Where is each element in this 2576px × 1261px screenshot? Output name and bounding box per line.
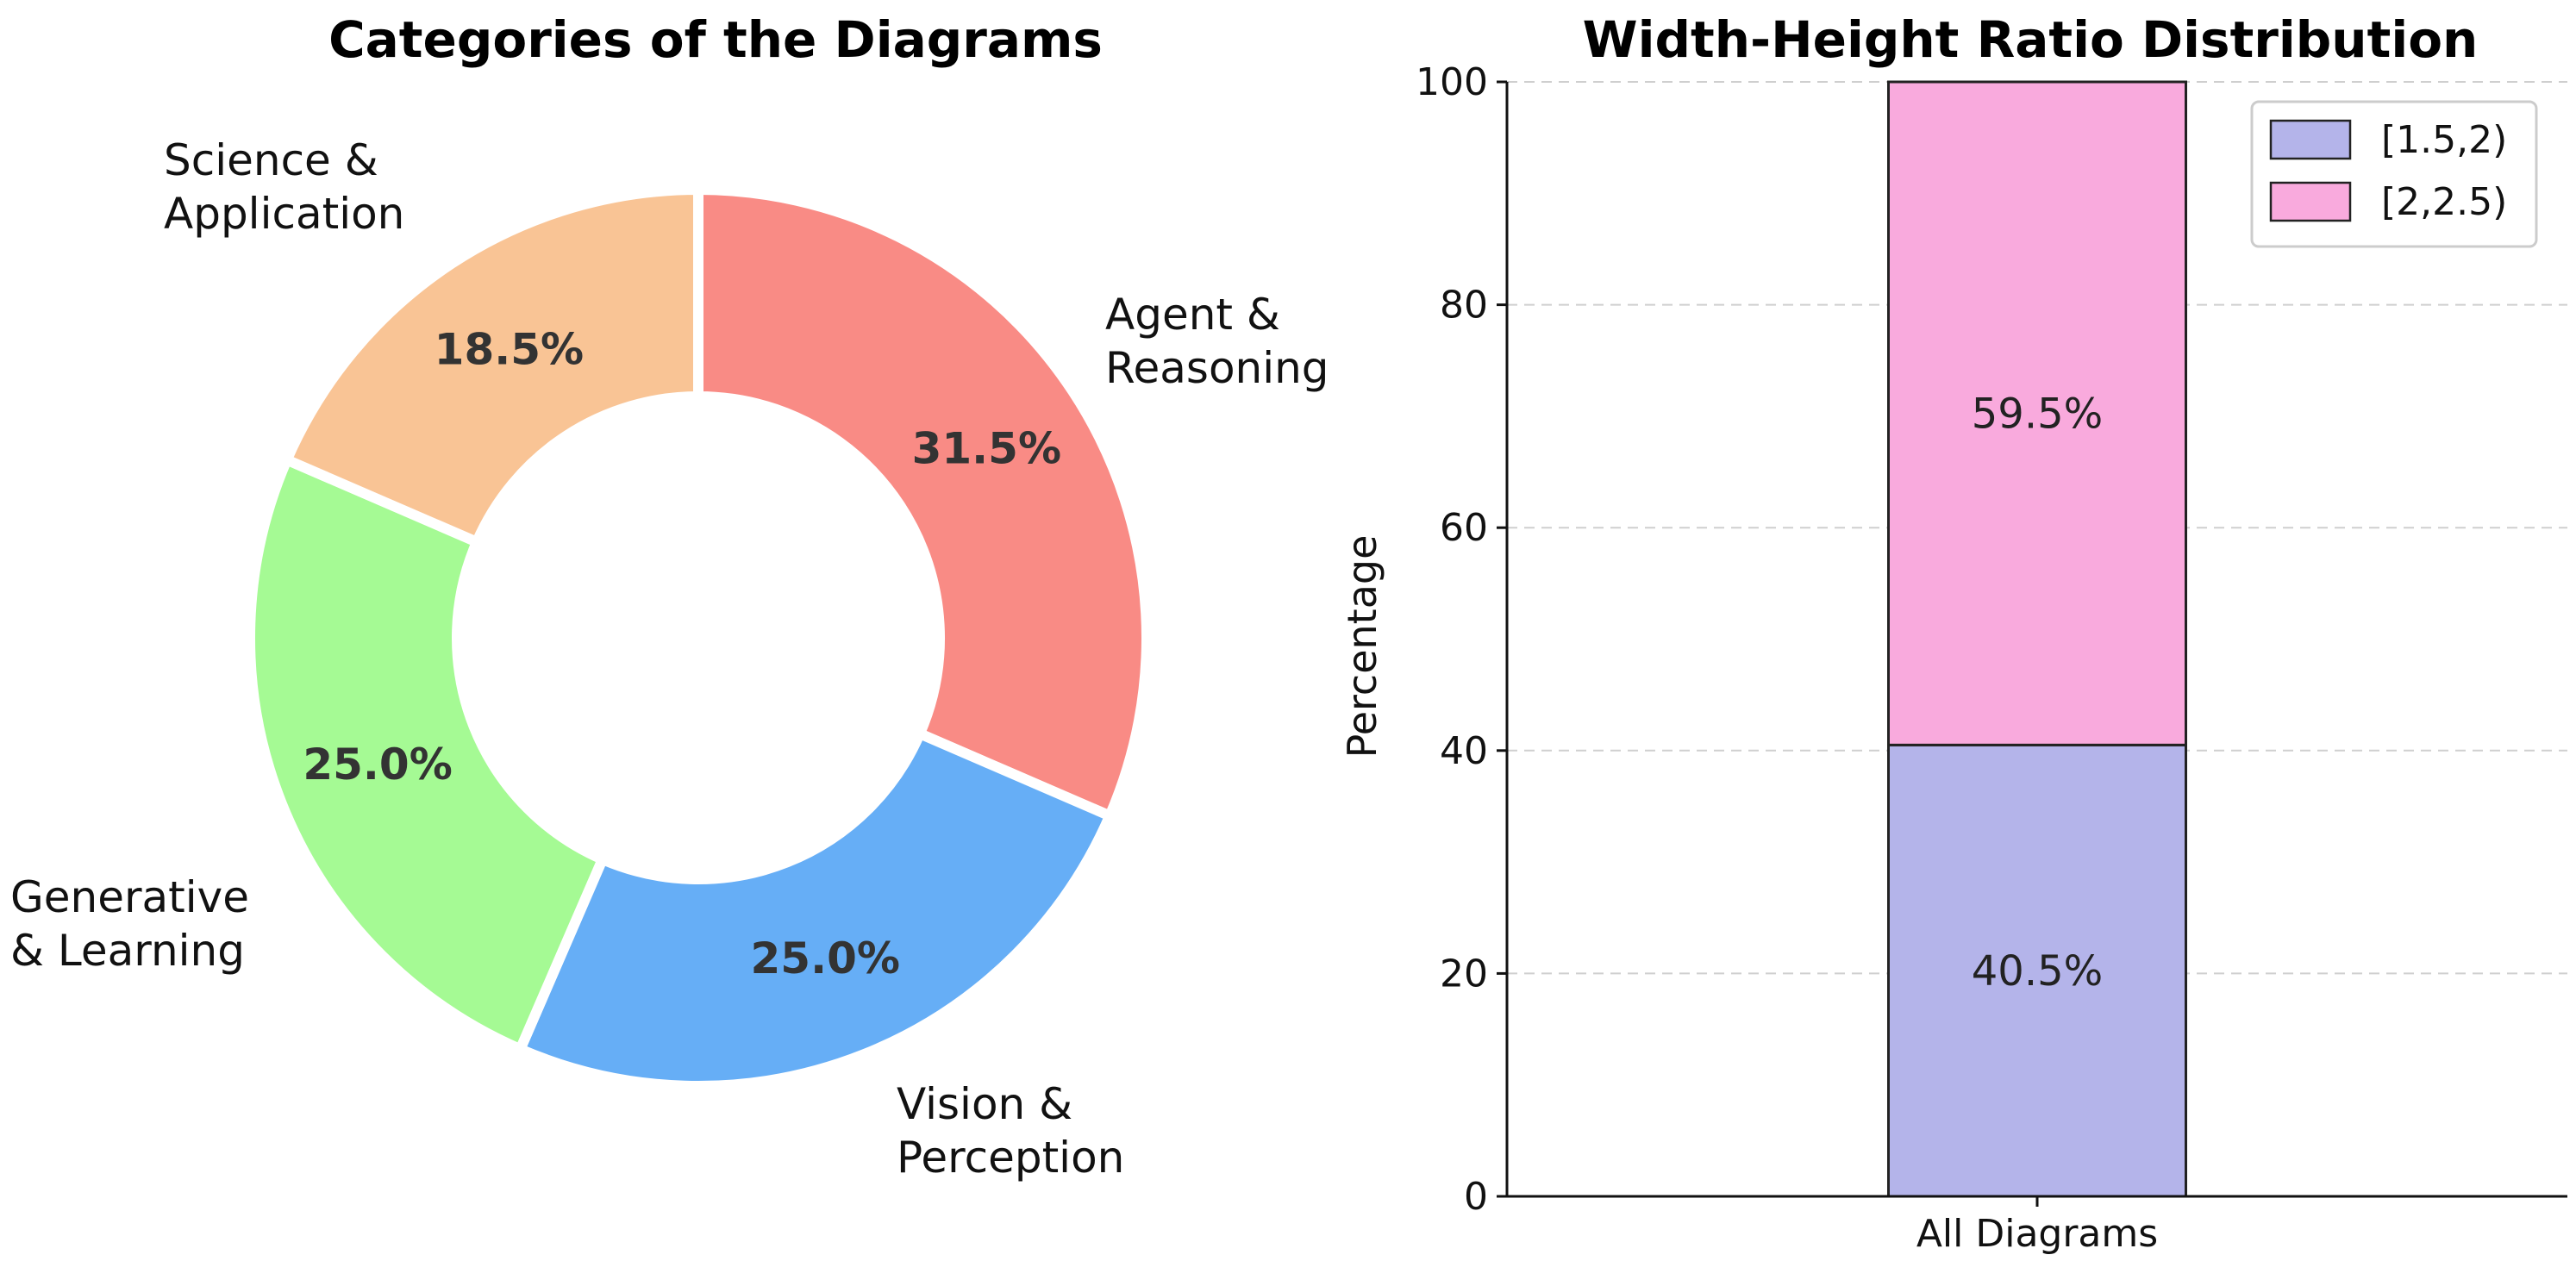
legend-swatch-2-2-5 xyxy=(2269,181,2352,222)
donut-category-label: Vision &Perception xyxy=(897,1079,1124,1183)
bar-chart-title: Width-Height Ratio Distribution xyxy=(1583,10,2479,69)
donut-category-label: Agent &Reasoning xyxy=(1105,290,1329,393)
legend-swatch-1-5-2 xyxy=(2269,119,2352,160)
donut-category-label: Generative& Learning xyxy=(10,872,249,976)
bar-segments xyxy=(1887,80,2187,1198)
y-tick-label: 100 xyxy=(1416,60,1488,104)
bar-value-labels: 40.5% 59.5% xyxy=(1972,390,2103,996)
bar-gridlines xyxy=(1507,81,2567,975)
donut-percent-label: 31.5% xyxy=(912,423,1061,473)
bar-value-label: 59.5% xyxy=(1972,390,2103,439)
donut-category-label: Science &Application xyxy=(164,135,404,239)
donut-chart-title: Categories of the Diagrams xyxy=(328,10,1103,69)
donut-percent-labels: 31.5% 25.0% 25.0% 18.5% xyxy=(303,325,1061,983)
legend: [1.5,2) [2,2.5) xyxy=(2250,100,2538,248)
legend-label: [1.5,2) xyxy=(2381,118,2507,162)
y-axis-label: Percentage xyxy=(1339,535,1385,758)
bar-segment-2-2-5 xyxy=(1887,80,2187,746)
donut-slices xyxy=(245,184,1152,1091)
donut-chart: Categories of the Diagrams 31.5% 25.0% 25.… xyxy=(10,10,1329,1183)
donut-slice-vision-perception xyxy=(513,727,1117,1091)
donut-percent-label: 18.5% xyxy=(435,325,584,375)
donut-slice-generative-learning xyxy=(245,453,610,1057)
y-tick-label: 60 xyxy=(1440,506,1488,550)
donut-slice-agent-reasoning xyxy=(693,184,1152,823)
y-tick-label: 20 xyxy=(1440,952,1488,996)
bar-segment-1-5-2 xyxy=(1887,743,2187,1198)
legend-label: [2,2.5) xyxy=(2381,180,2507,224)
y-tick-label: 0 xyxy=(1464,1175,1488,1219)
x-tick-label: All Diagrams xyxy=(1916,1212,2158,1256)
donut-slice-science-application xyxy=(279,184,703,549)
bar-y-ticks: 0 20 40 60 80 100 xyxy=(1416,60,1507,1219)
y-tick-label: 80 xyxy=(1440,284,1488,328)
donut-percent-label: 25.0% xyxy=(751,933,900,983)
bar-value-label: 40.5% xyxy=(1972,947,2103,996)
y-tick-label: 40 xyxy=(1440,729,1488,773)
stacked-bar-chart: Width-Height Ratio Distribution 0 20 40 60 8… xyxy=(1339,10,2567,1256)
donut-percent-label: 25.0% xyxy=(303,740,452,790)
bar-x-ticks: All Diagrams xyxy=(1916,1196,2158,1256)
